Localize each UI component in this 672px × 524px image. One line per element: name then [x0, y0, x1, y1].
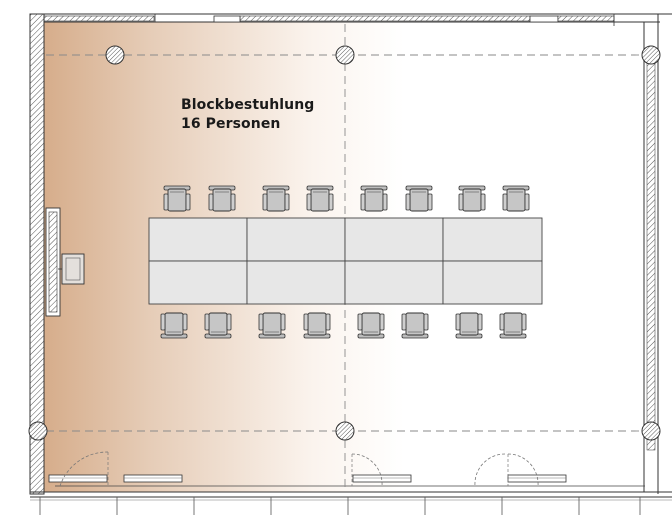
table-segment — [344, 217, 444, 262]
top-wall — [30, 13, 672, 26]
chair — [455, 312, 483, 339]
table-segment — [442, 217, 543, 262]
column — [335, 45, 355, 65]
chair — [499, 312, 527, 339]
chair — [401, 312, 429, 339]
table-segment — [148, 260, 248, 305]
chair — [258, 312, 286, 339]
column — [641, 421, 661, 441]
table-segment — [246, 260, 346, 305]
chair — [160, 312, 188, 339]
chair — [405, 185, 433, 212]
table-segment — [246, 217, 346, 262]
right-wall — [643, 14, 659, 494]
chair — [303, 312, 331, 339]
table-segment — [148, 217, 248, 262]
column — [28, 421, 48, 441]
chair — [163, 185, 191, 212]
chair — [502, 185, 530, 212]
chair — [262, 185, 290, 212]
left-wall — [29, 13, 61, 495]
chair — [208, 185, 236, 212]
column — [335, 421, 355, 441]
chair — [306, 185, 334, 212]
chair — [360, 185, 388, 212]
bottom-wall — [30, 451, 672, 515]
column — [641, 45, 661, 65]
wall-screen — [58, 253, 85, 285]
table-segment — [344, 260, 444, 305]
capacity-label: 16 Personen — [181, 116, 281, 132]
structural-grid — [46, 24, 642, 490]
column — [105, 45, 125, 65]
seating-label: Blockbestuhlung 16 Personen — [181, 96, 314, 134]
chair — [357, 312, 385, 339]
chair — [458, 185, 486, 212]
chair — [204, 312, 232, 339]
seating-type-title: Blockbestuhlung — [181, 97, 315, 113]
table-segment — [442, 260, 543, 305]
conference-table — [148, 217, 543, 305]
structural-columns — [28, 45, 661, 441]
